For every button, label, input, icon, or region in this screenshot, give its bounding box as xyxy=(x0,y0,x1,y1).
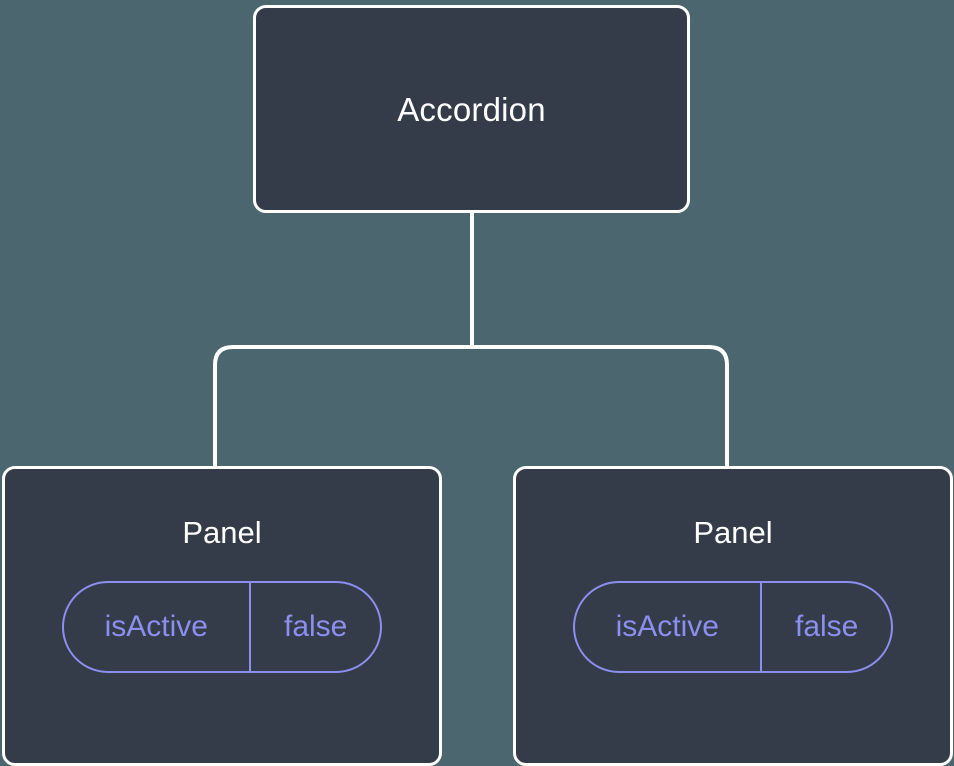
node-title: Panel xyxy=(693,515,773,550)
edge-branch-left xyxy=(213,345,472,468)
prop-badge-isactive[interactable]: isActive false xyxy=(61,581,383,673)
prop-key: isActive xyxy=(104,610,208,643)
prop-key: isActive xyxy=(615,610,719,643)
diagram-canvas: Accordion Panel isActive false Panel isA… xyxy=(2,5,953,766)
prop-value: false xyxy=(759,583,891,671)
node-panel-2[interactable]: Panel isActive false xyxy=(513,466,953,766)
node-accordion[interactable]: Accordion xyxy=(253,5,690,213)
node-panel-1[interactable]: Panel isActive false xyxy=(2,466,442,766)
node-title: Panel xyxy=(182,515,262,550)
edge-branch-right xyxy=(472,345,729,468)
prop-badge-isactive[interactable]: isActive false xyxy=(572,581,894,673)
prop-value: false xyxy=(248,583,380,671)
node-title: Accordion xyxy=(397,90,546,128)
